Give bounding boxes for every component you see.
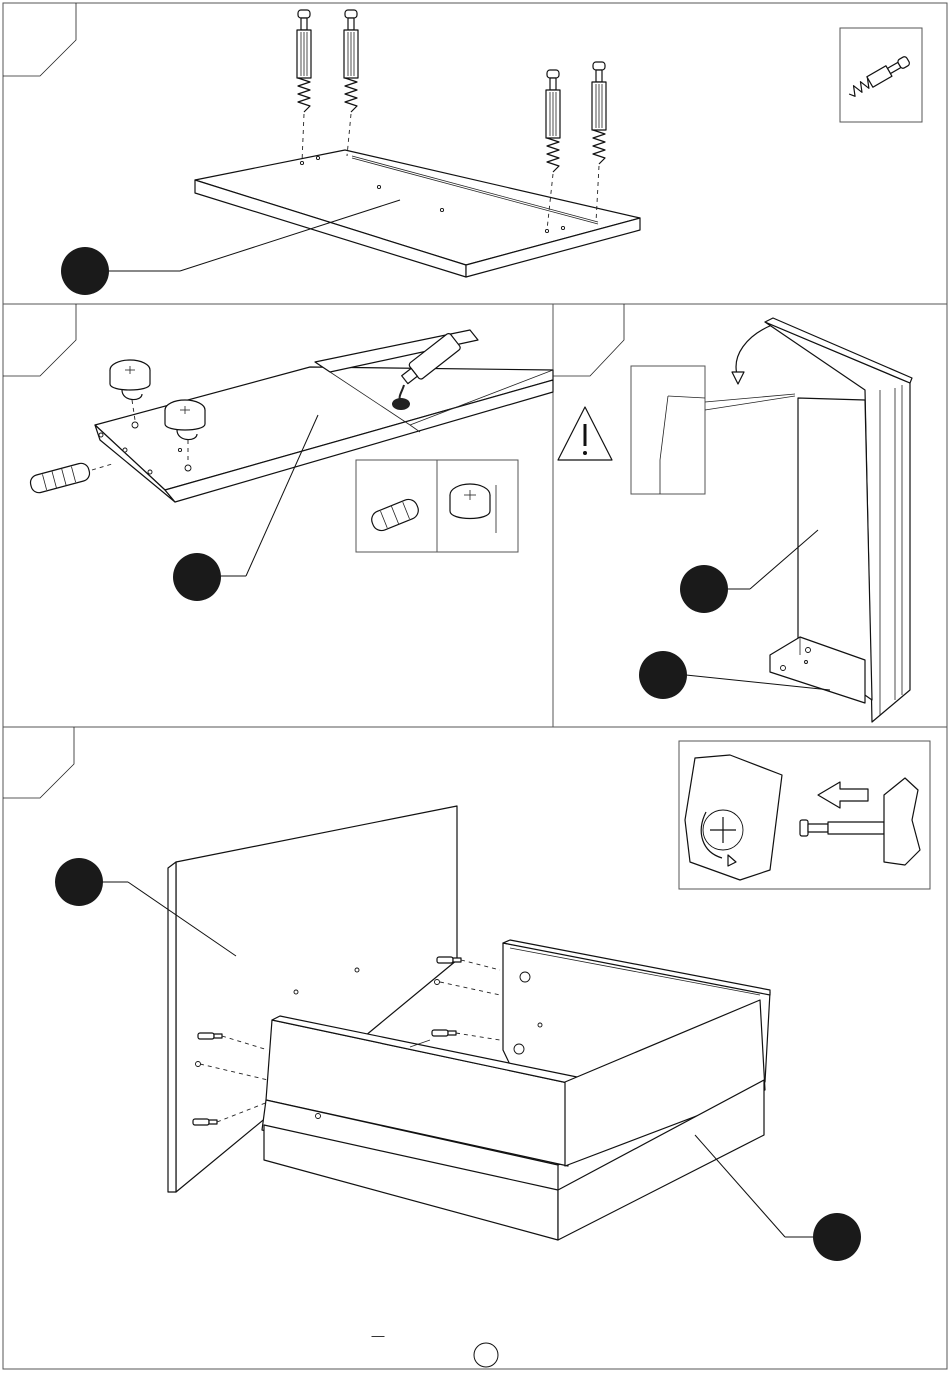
rotate-arrow-icon xyxy=(732,325,772,384)
step-2-inset-hardware xyxy=(356,460,518,552)
step-3-carcass xyxy=(765,318,912,722)
page-number-circle xyxy=(474,1343,498,1367)
step-4-inset-cam-direction xyxy=(679,741,930,889)
wooden-dowel-icon xyxy=(29,462,112,495)
step-3-corner-tab xyxy=(553,304,624,376)
step-1-panel xyxy=(3,3,922,295)
step-3-panel xyxy=(553,304,912,722)
step-4-corner-tab xyxy=(3,727,74,798)
page-footer: — xyxy=(372,1328,499,1367)
step-2-panel xyxy=(3,304,553,601)
step-2-corner-tab xyxy=(3,304,76,376)
warning-icon xyxy=(558,407,612,460)
step-4-panel xyxy=(3,727,930,1261)
step-2-board xyxy=(95,330,553,502)
footer-mark: — xyxy=(372,1328,385,1343)
step-1-corner-tab xyxy=(3,3,76,76)
push-arrow-icon xyxy=(818,782,868,808)
cam-bolt-icon xyxy=(297,10,606,172)
step-1-inset-cam-bolt xyxy=(840,28,922,122)
step-1-board xyxy=(195,150,640,277)
step-3-detail-inset xyxy=(631,366,795,494)
